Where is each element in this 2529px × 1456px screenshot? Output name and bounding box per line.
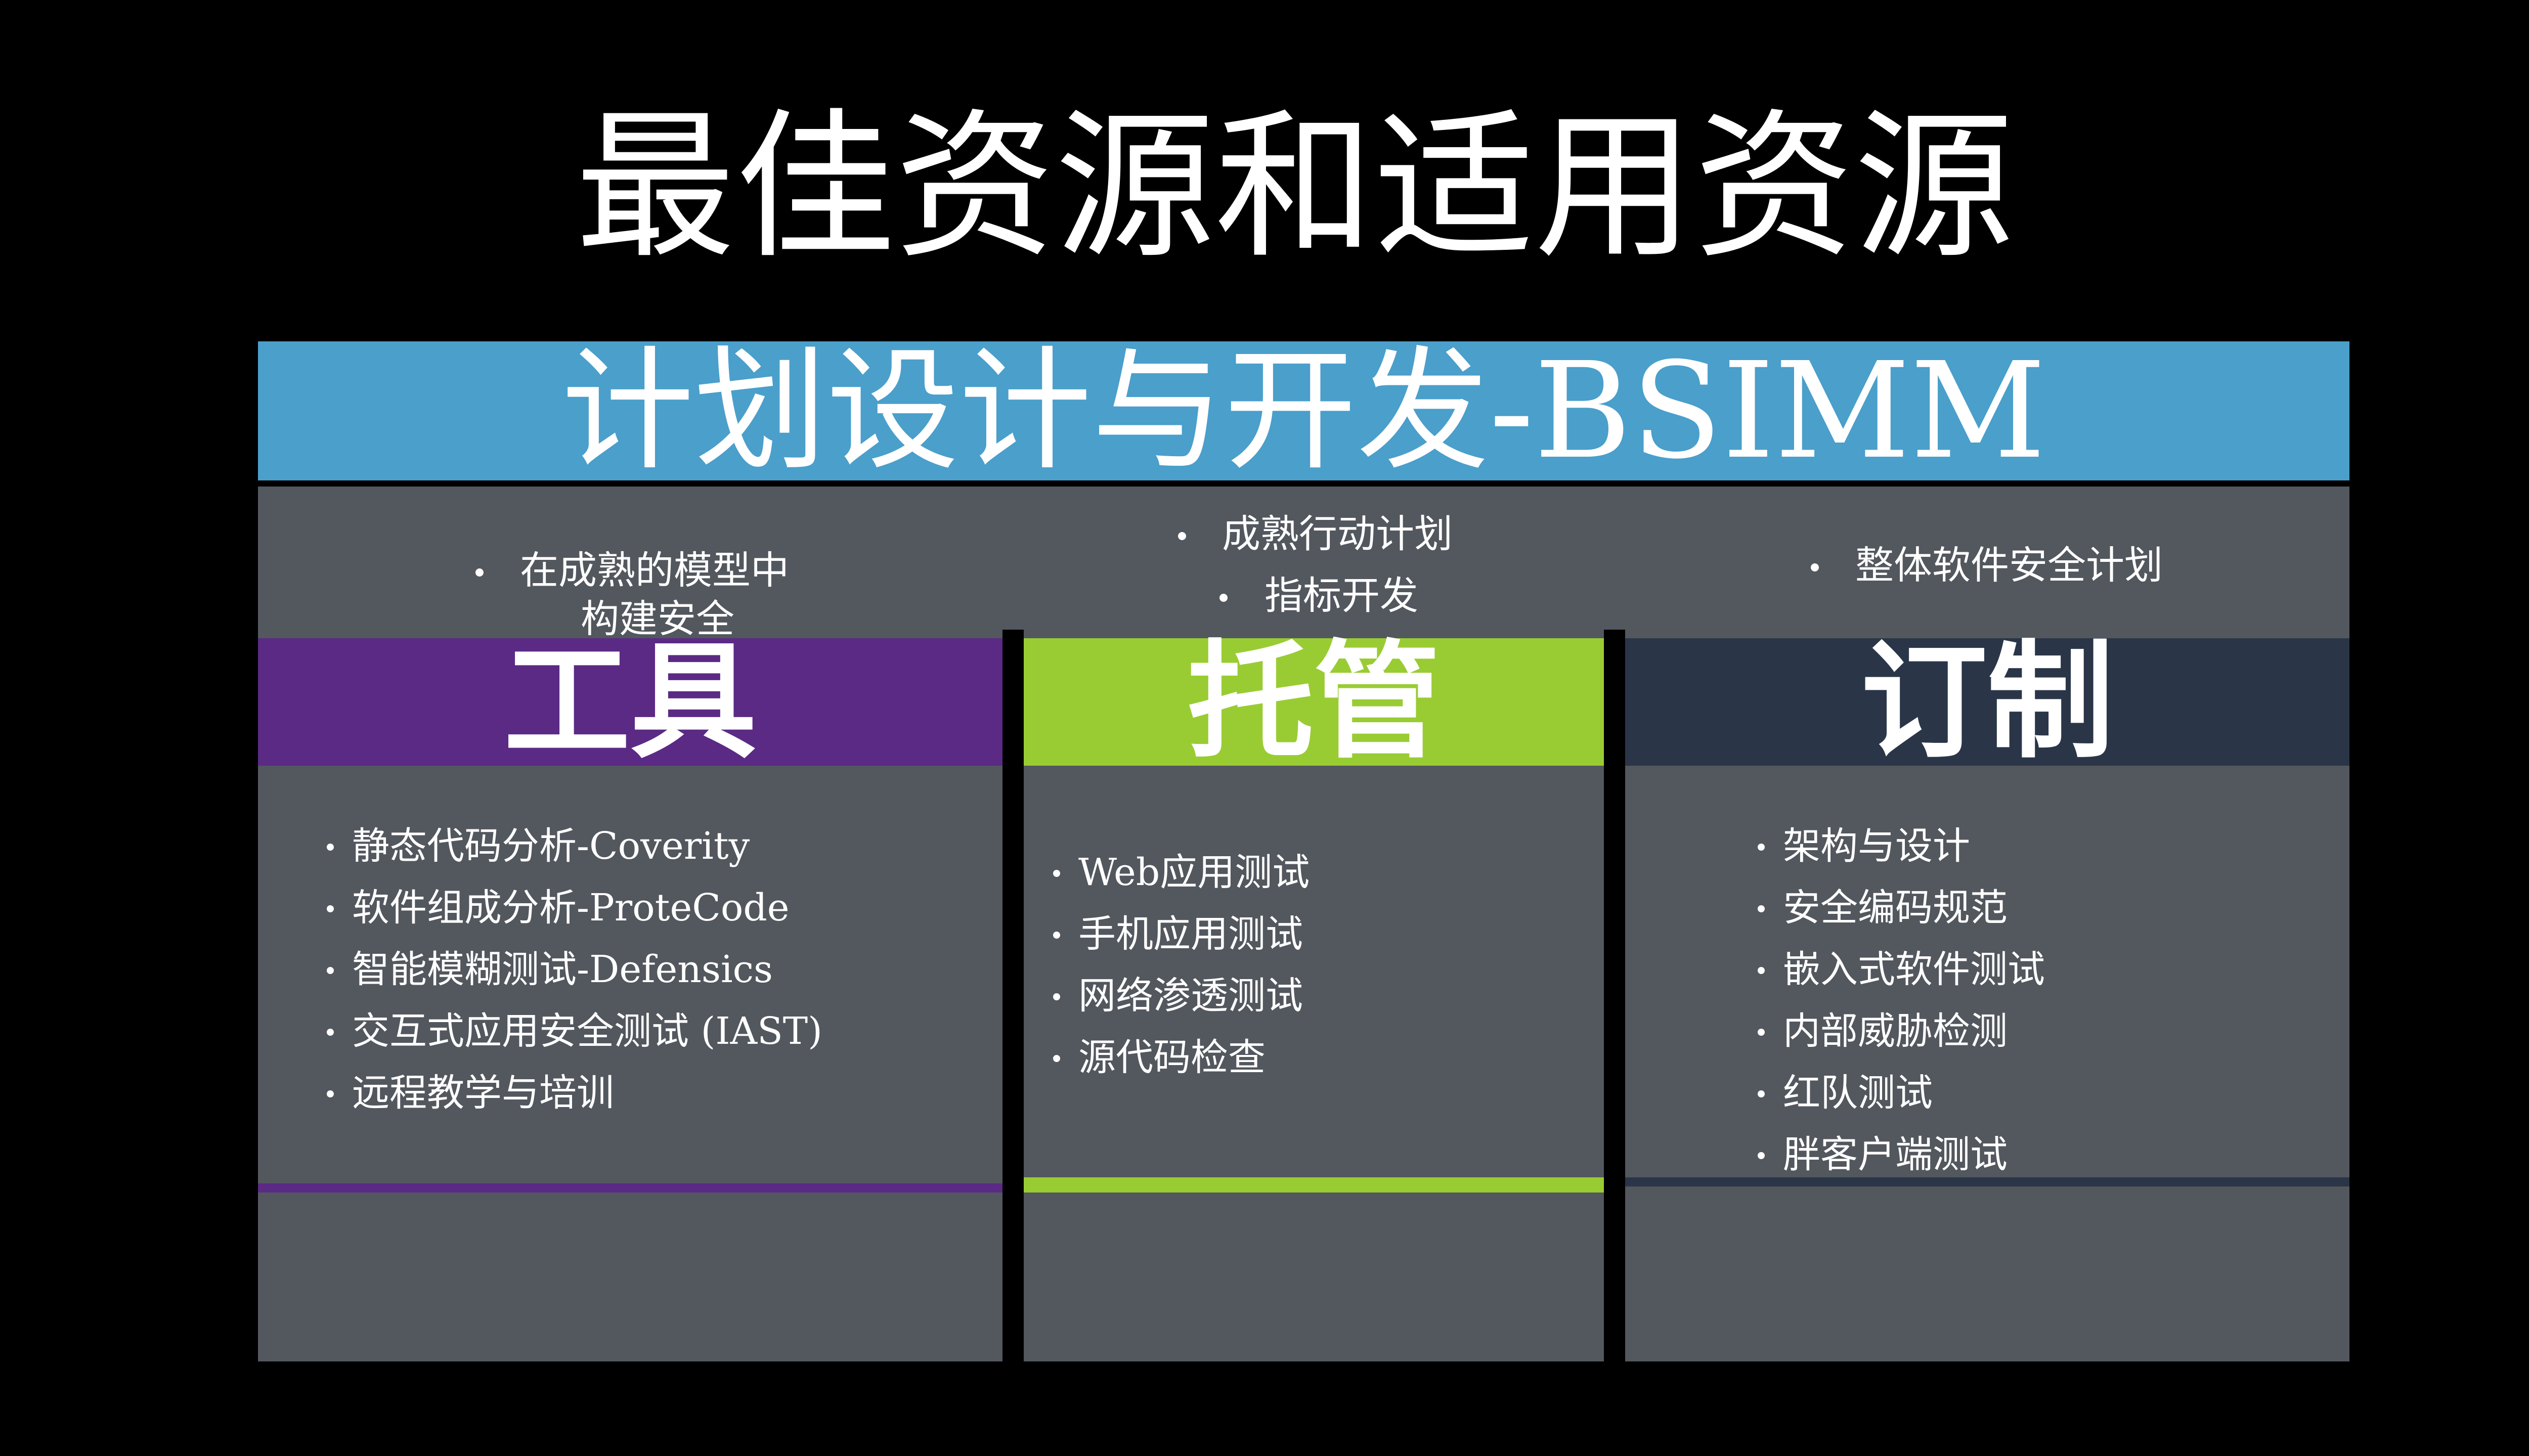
bullet-dot — [1758, 1152, 1765, 1159]
tools-header-label: 工具 — [504, 628, 757, 775]
bullet-dot — [1219, 594, 1228, 602]
tools-subtext-line-2: 构建安全 — [581, 596, 734, 641]
bullet-dot — [475, 568, 484, 577]
list-item: 源代码检查 — [1053, 1027, 1310, 1088]
list-item: 软件组成分析-ProteCode — [327, 877, 822, 939]
column-divider — [1604, 630, 1625, 640]
bullet-dot — [1758, 844, 1765, 851]
bullet-dot — [1758, 1029, 1765, 1036]
list-item: 嵌入式软件测试 — [1758, 939, 2045, 1000]
list-item-label: 嵌入式软件测试 — [1783, 948, 2045, 991]
list-item: 手机应用测试 — [1053, 903, 1310, 965]
bullet-dot — [327, 905, 334, 912]
list-item-label: 内部威胁检测 — [1783, 1009, 2008, 1053]
bullet-dot — [1178, 532, 1186, 540]
bullet-dot — [327, 1029, 334, 1036]
custom-header: 订制 — [1625, 638, 2349, 766]
list-item: 安全编码规范 — [1758, 877, 2045, 939]
managed-body: Web应用测试 手机应用测试 网络渗透测试 源代码检查 — [1024, 766, 1604, 1361]
list-item-label: 源代码检查 — [1078, 1036, 1266, 1079]
list-item: 静态代码分析-Coverity — [327, 815, 822, 877]
bullet-dot — [327, 967, 334, 974]
bullet-dot — [1758, 1090, 1765, 1097]
list-item: 内部威胁检测 — [1758, 1000, 2045, 1062]
managed-list: Web应用测试 手机应用测试 网络渗透测试 源代码检查 — [1053, 842, 1310, 1088]
custom-list: 架构与设计 安全编码规范 嵌入式软件测试 内部威胁检测 红队测试 胖客户端测试 — [1758, 815, 2045, 1185]
managed-subtext-line-1: 成熟行动计划 — [1222, 511, 1453, 556]
tools-header: 工具 — [258, 638, 1002, 766]
custom-underline — [1625, 1177, 2349, 1186]
bullet-dot — [1758, 967, 1765, 974]
bullet-dot — [1053, 870, 1060, 877]
banner-text: 计划设计与开发-BSIMM — [561, 341, 2046, 480]
managed-subtext-line-2: 指标开发 — [1264, 573, 1418, 618]
list-item-label: 架构与设计 — [1783, 824, 1970, 868]
subtext-panel — [258, 487, 2349, 638]
bullet-dot — [1053, 1055, 1060, 1062]
bullet-dot — [1053, 932, 1060, 939]
list-item-label: 智能模糊测试-Defensics — [352, 948, 773, 991]
list-item-label: 安全编码规范 — [1783, 886, 2008, 930]
tools-subtext-line-1: 在成熟的模型中 — [520, 548, 789, 593]
list-item: 红队测试 — [1758, 1062, 2045, 1124]
managed-header: 托管 — [1024, 638, 1604, 766]
bullet-dot — [1811, 563, 1819, 571]
tools-list: 静态代码分析-Coverity 软件组成分析-ProteCode 智能模糊测试-… — [327, 815, 822, 1124]
bullet-dot — [327, 844, 334, 851]
managed-header-label: 托管 — [1187, 628, 1441, 775]
list-item-label: 胖客户端测试 — [1783, 1133, 2008, 1176]
list-item-label: 红队测试 — [1783, 1071, 1933, 1115]
tools-body: 静态代码分析-Coverity 软件组成分析-ProteCode 智能模糊测试-… — [258, 766, 1002, 1361]
list-item: 交互式应用安全测试 (IAST) — [327, 1000, 822, 1062]
managed-subtext: 成熟行动计划 指标开发 — [1024, 487, 1604, 638]
list-item: 远程教学与培训 — [327, 1062, 822, 1124]
bsimm-banner: 计划设计与开发-BSIMM — [258, 341, 2349, 480]
list-item: 胖客户端测试 — [1758, 1124, 2045, 1185]
list-item-label: 远程教学与培训 — [352, 1071, 614, 1115]
bullet-dot — [1758, 905, 1765, 912]
bullet-dot — [327, 1090, 334, 1097]
custom-header-label: 订制 — [1861, 628, 2114, 775]
bullet-dot — [1053, 993, 1060, 1000]
column-tools: 在成熟的模型中 构建安全 — [258, 487, 1002, 1361]
slide-title: 最佳资源和适用资源 — [575, 94, 2014, 280]
list-item-label: 手机应用测试 — [1078, 912, 1303, 956]
list-item-label: 网络渗透测试 — [1078, 974, 1303, 1018]
managed-underline — [1024, 1177, 1604, 1193]
tools-underline — [258, 1183, 1002, 1193]
custom-subtext-line-1: 整体软件安全计划 — [1855, 543, 2163, 588]
list-item: 架构与设计 — [1758, 815, 2045, 877]
list-item: 智能模糊测试-Defensics — [327, 939, 822, 1000]
list-item-label: Web应用测试 — [1078, 851, 1310, 894]
list-item: 网络渗透测试 — [1053, 965, 1310, 1027]
custom-body: 架构与设计 安全编码规范 嵌入式软件测试 内部威胁检测 红队测试 胖客户端测试 — [1625, 766, 2349, 1361]
list-item-label: 静态代码分析-Coverity — [352, 824, 750, 868]
list-item: Web应用测试 — [1053, 842, 1310, 903]
custom-subtext: 整体软件安全计划 — [1625, 487, 2349, 638]
list-item-label: 软件组成分析-ProteCode — [352, 886, 790, 930]
column-divider — [1002, 630, 1024, 640]
list-item-label: 交互式应用安全测试 (IAST) — [352, 1009, 822, 1053]
